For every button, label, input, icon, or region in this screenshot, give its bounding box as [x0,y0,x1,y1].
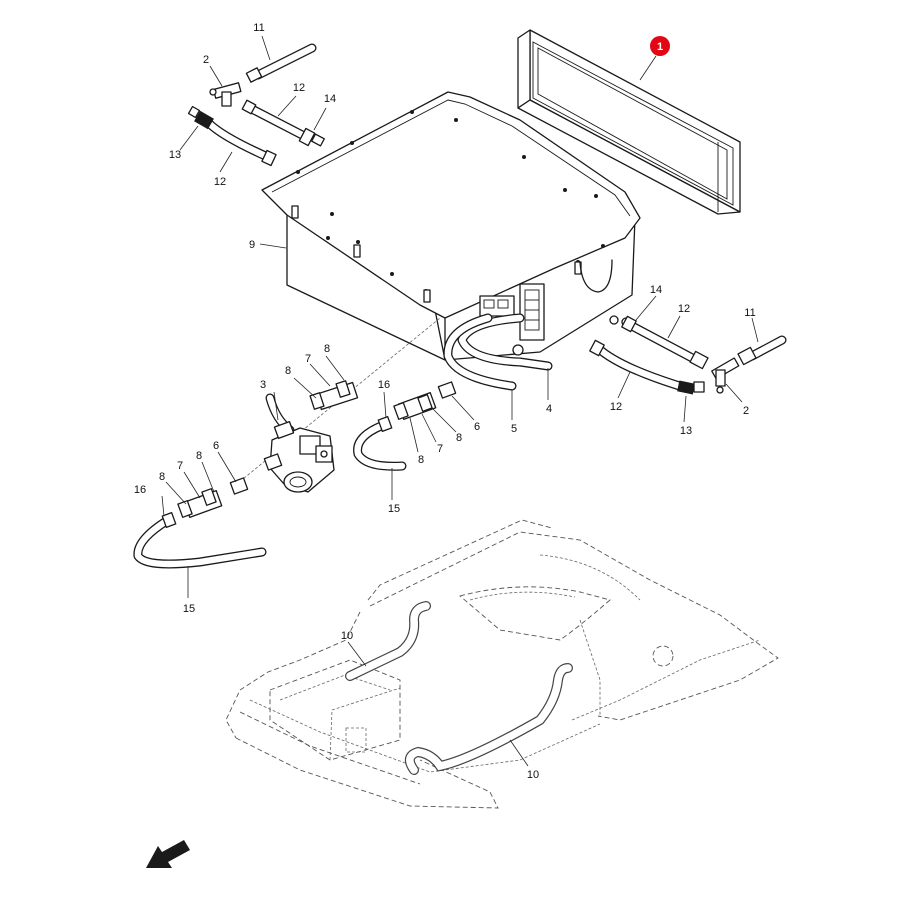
svg-text:1: 1 [657,41,663,53]
tee-fitting-right[interactable] [711,357,740,394]
callout-16-center[interactable]: 16 [378,379,390,391]
connector-6-center[interactable] [437,381,457,399]
callout-6-center[interactable]: 6 [474,421,480,433]
reducer-right-13[interactable] [677,380,705,395]
hose-upper-left-12a[interactable] [241,99,313,143]
coupling-lower[interactable] [177,488,223,518]
callout-13-upper-left[interactable]: 13 [169,149,181,161]
clamp-upper-left-14[interactable] [298,127,325,147]
callout-8-center-a[interactable]: 8 [456,432,462,444]
reducer-upper-left-13[interactable] [187,105,214,130]
coolant-pump[interactable] [263,420,335,493]
callout-16-lower[interactable]: 16 [134,484,146,496]
callout-14-upper-left[interactable]: 14 [324,93,336,105]
callout-8-center-b[interactable]: 8 [418,454,424,466]
vehicle-floor-outline [225,519,779,809]
callout-5[interactable]: 5 [511,423,517,435]
callout-10-lower[interactable]: 10 [527,769,539,781]
callout-2-right[interactable]: 2 [743,405,749,417]
callout-1[interactable]: 1 [650,36,670,56]
hose-10-upper[interactable] [345,601,431,681]
callout-12-upper-left-b[interactable]: 12 [214,176,226,188]
callout-11-upper-left[interactable]: 11 [253,22,264,34]
hose-right-12a[interactable] [627,321,709,370]
callout-4[interactable]: 4 [546,403,552,415]
filter-panel[interactable] [517,29,741,215]
arrow-down-left-icon [146,840,190,868]
coupling-center[interactable] [393,392,437,420]
connector-6-lower[interactable] [229,477,249,495]
callout-2-upper-left[interactable]: 2 [203,54,209,66]
hose-15-lower[interactable] [133,512,267,569]
tee-fitting-upper-left[interactable] [209,82,242,107]
callout-7-upper[interactable]: 7 [305,353,311,365]
callout-8-upper-b[interactable]: 8 [324,343,330,355]
coupling-upper[interactable] [309,380,359,411]
hose-upper-left-11[interactable] [245,43,317,83]
callout-8-lower-a[interactable]: 8 [159,471,165,483]
callout-10-upper[interactable]: 10 [341,630,353,642]
callout-7-center[interactable]: 7 [437,443,443,455]
callout-8-lower-b[interactable]: 8 [196,450,202,462]
callout-13-right[interactable]: 13 [680,425,692,437]
hose-5[interactable] [443,313,517,391]
callout-6-lower[interactable]: 6 [213,440,219,452]
callout-15-center[interactable]: 15 [388,503,400,515]
callout-7-lower[interactable]: 7 [177,460,183,472]
hose-4[interactable] [457,313,553,371]
hose-right-12b[interactable] [589,339,691,393]
callout-3[interactable]: 3 [260,379,266,391]
callout-9[interactable]: 9 [249,239,255,251]
callout-12-upper-left-a[interactable]: 12 [293,82,305,94]
callout-12-right-a[interactable]: 12 [678,303,690,315]
leader-lines [161,35,759,767]
callout-12-right-b[interactable]: 12 [610,401,622,413]
hose-10-lower[interactable] [404,663,573,775]
callout-14-right[interactable]: 14 [650,284,662,296]
hose-15-center[interactable] [353,416,407,471]
hose-upper-left-12b[interactable] [201,115,277,167]
clamp-right-14[interactable] [621,315,637,333]
callout-15-lower[interactable]: 15 [183,603,195,615]
callout-8-upper-a[interactable]: 8 [285,365,291,377]
callout-11-right[interactable]: 11 [744,307,755,319]
hose-right-11[interactable] [737,335,787,366]
